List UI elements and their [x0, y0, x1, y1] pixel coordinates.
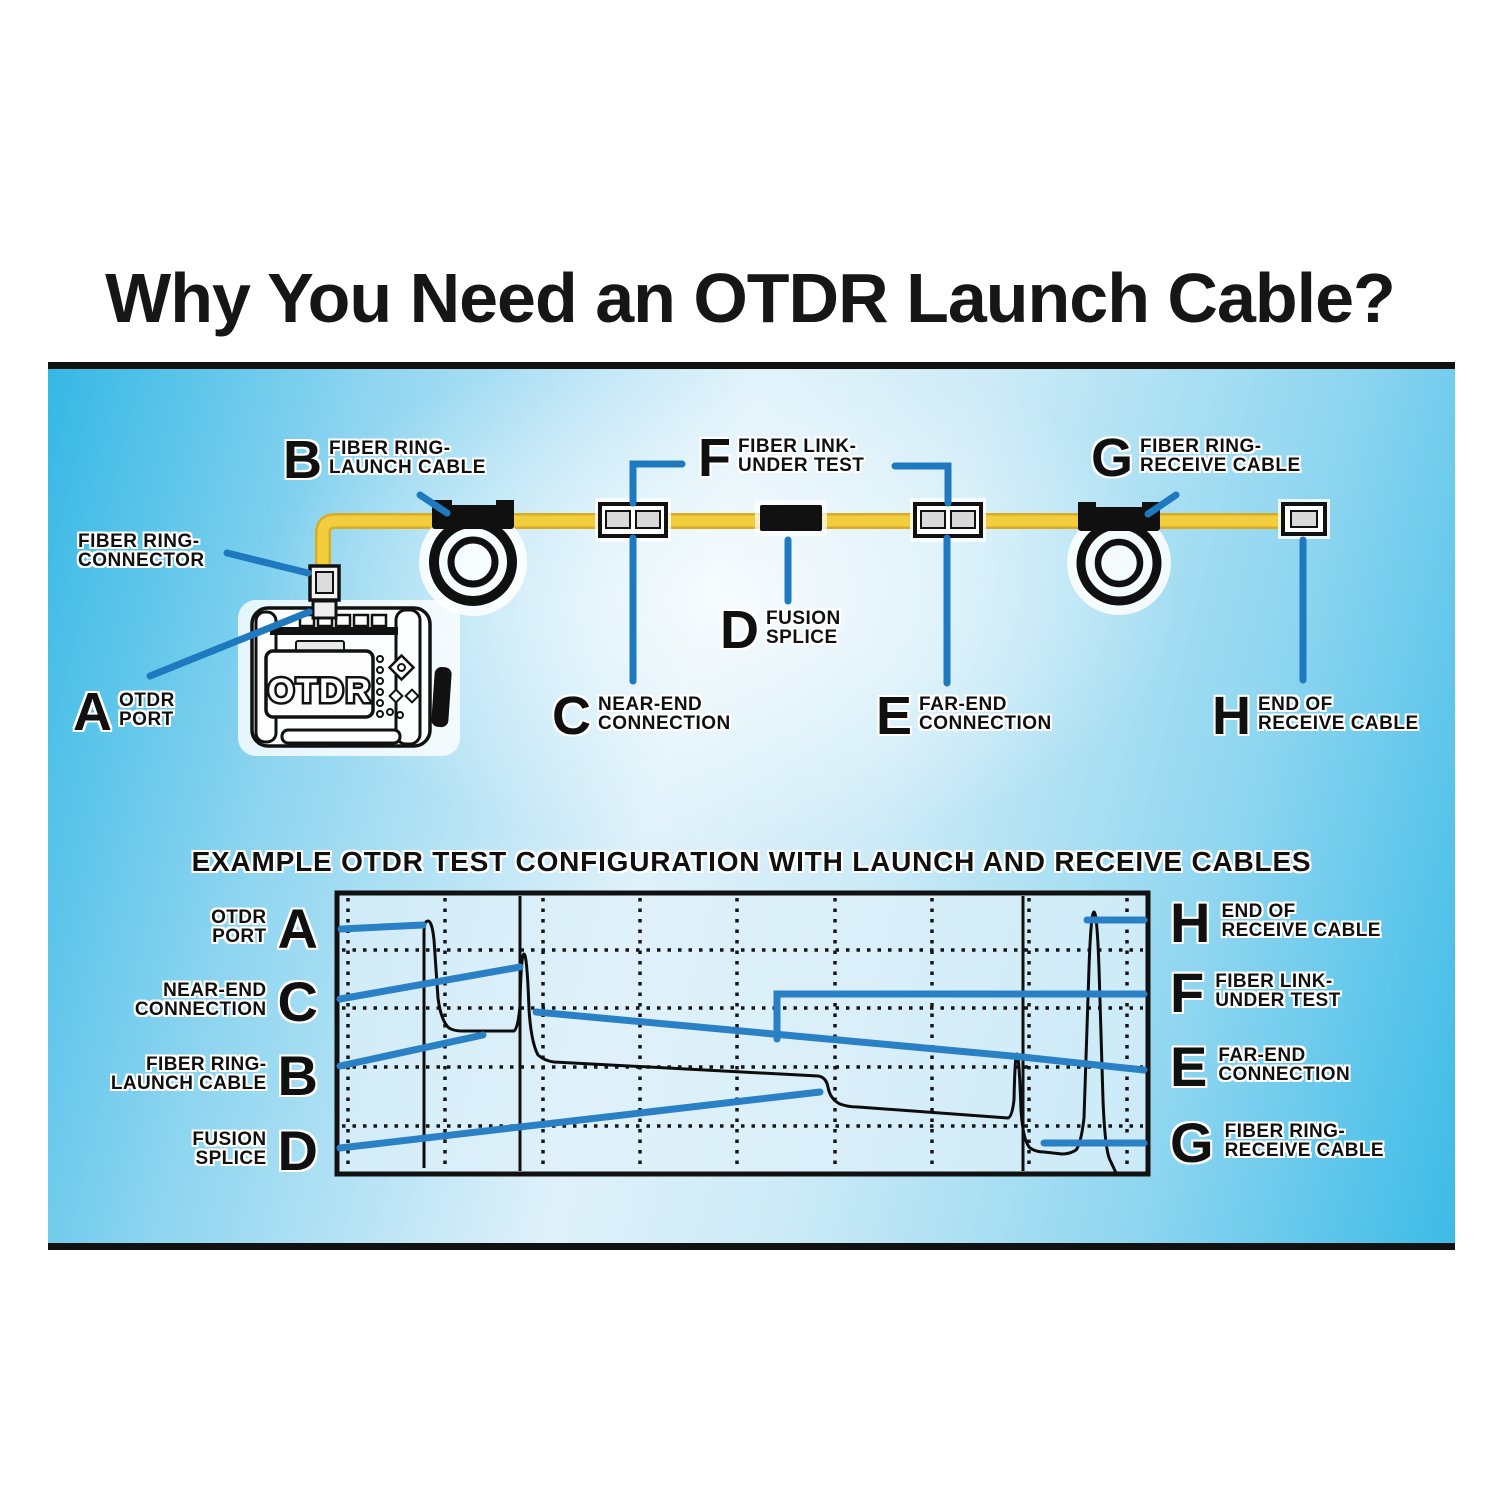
label-line: OTDR	[211, 907, 267, 928]
label-line: FUSION	[192, 1129, 267, 1150]
page-title: Why You Need an OTDR Launch Cable?	[105, 259, 1396, 337]
graph-label-f: F FIBER LINK- UNDER TEST	[1170, 961, 1341, 1024]
graph-label-e: E FAR-END CONNECTION	[1170, 1035, 1351, 1098]
label-line: SPLICE	[766, 626, 838, 648]
label-line: FIBER RING-	[146, 1054, 267, 1075]
label-line: SPLICE	[195, 1147, 267, 1169]
label-line: END OF	[1258, 694, 1333, 715]
label-h-end-of-cable: H END OF RECEIVE CABLE	[1212, 686, 1419, 746]
label-line: FIBER RING-	[1140, 436, 1262, 457]
label-line: NEAR-END	[163, 980, 267, 1001]
label-line: NEAR-END	[598, 694, 703, 715]
label-line: CONNECTOR	[78, 549, 205, 571]
graph-subtitle: EXAMPLE OTDR TEST CONFIGURATION WITH LAU…	[191, 846, 1312, 877]
label-line: RECEIVE CABLE	[1221, 919, 1381, 941]
label-line: CONNECTION	[1218, 1063, 1351, 1085]
label-letter: H	[1212, 686, 1251, 746]
label-letter: D	[720, 600, 759, 660]
label-letter: G	[1091, 428, 1134, 488]
label-e-far-end: E FAR-END CONNECTION	[876, 686, 1052, 746]
label-b-launch-cable: B FIBER RING- LAUNCH CABLE	[283, 430, 486, 490]
label-line: PORT	[212, 925, 267, 947]
label-line: RECEIVE CABLE	[1140, 454, 1301, 476]
label-letter: A	[73, 682, 112, 742]
label-line: CONNECTION	[134, 998, 267, 1020]
graph-label-a: OTDR PORT A	[58, 897, 318, 960]
label-line: FAR-END	[1218, 1045, 1306, 1066]
panel-top-rule	[48, 362, 1455, 369]
label-letter: H	[1170, 891, 1211, 954]
label-c-near-end: C NEAR-END CONNECTION	[552, 686, 731, 746]
label-line: OTDR	[119, 690, 175, 711]
blue-panel	[48, 369, 1455, 1243]
label-line: CONNECTION	[919, 712, 1052, 734]
label-d-fusion-splice: D FUSION SPLICE	[720, 600, 841, 660]
graph-label-c: NEAR-END CONNECTION C	[58, 970, 318, 1033]
label-letter: G	[1170, 1111, 1214, 1174]
graph-label-d: FUSION SPLICE D	[58, 1119, 318, 1182]
label-line: FIBER RING-	[1224, 1121, 1346, 1142]
label-line: FIBER LINK-	[1215, 971, 1333, 992]
label-letter: A	[277, 897, 318, 960]
label-line: FIBER RING-	[78, 531, 200, 552]
label-letter: B	[277, 1044, 318, 1107]
label-letter: E	[1170, 1035, 1208, 1098]
label-f-fiber-link: F FIBER LINK- UNDER TEST	[698, 428, 865, 488]
graph-label-g: G FIBER RING- RECEIVE CABLE	[1170, 1111, 1384, 1174]
label-line: PORT	[119, 708, 174, 730]
label-line: FUSION	[766, 608, 841, 629]
label-line: FIBER RING-	[329, 438, 451, 459]
label-letter: B	[283, 430, 322, 490]
label-line: UNDER TEST	[738, 454, 865, 476]
label-line: CONNECTION	[598, 712, 731, 734]
panel-bottom-rule	[48, 1243, 1455, 1250]
label-line: RECEIVE CABLE	[1258, 712, 1419, 734]
label-line: FIBER LINK-	[738, 436, 857, 457]
graph-label-b: FIBER RING- LAUNCH CABLE B	[58, 1044, 318, 1107]
label-fiber-ring-connector: FIBER RING- CONNECTOR	[78, 531, 205, 570]
label-letter: F	[1170, 961, 1205, 1024]
label-line: LAUNCH CABLE	[110, 1072, 267, 1094]
label-g-receive-cable: G FIBER RING- RECEIVE CABLE	[1091, 428, 1301, 488]
label-line: LAUNCH CABLE	[329, 456, 486, 478]
label-line: RECEIVE CABLE	[1224, 1139, 1384, 1161]
label-letter: F	[698, 428, 731, 488]
label-line: FAR-END	[919, 694, 1007, 715]
label-line: UNDER TEST	[1215, 989, 1341, 1011]
graph-label-h: H END OF RECEIVE CABLE	[1170, 891, 1381, 954]
label-a-otdr-port: A OTDR PORT	[73, 682, 175, 742]
label-letter: E	[876, 686, 913, 746]
label-letter: D	[277, 1119, 318, 1182]
label-letter: C	[277, 970, 318, 1033]
label-letter: C	[552, 686, 591, 746]
label-line: END OF	[1221, 901, 1296, 922]
